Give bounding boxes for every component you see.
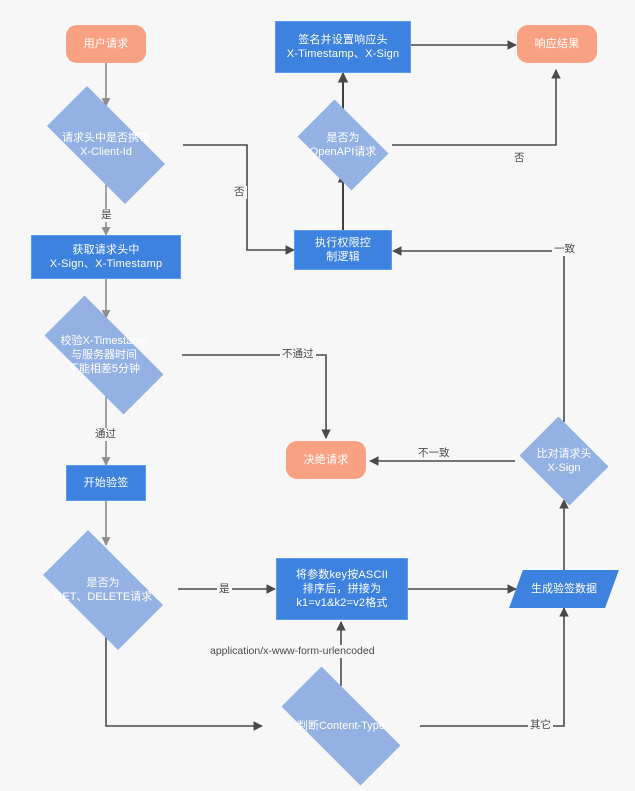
node-sign-response[interactable]: 签名并设置响应头 X-Timestamp、X-Sign <box>275 21 411 73</box>
node-label: 校验X-Timestamp 与服务器时间 不能相差5分钟 <box>60 335 148 375</box>
node-is-get-delete[interactable]: 是否为 GET、DELETE请求 <box>28 530 178 650</box>
node-gen-sign-data[interactable]: 生成验签数据 <box>509 570 619 608</box>
node-response-result[interactable]: 响应结果 <box>517 25 597 63</box>
edge-label-timestamp-pass: 通过 <box>93 428 118 441</box>
edge-is-openapi-no <box>392 69 561 146</box>
node-reject-request[interactable]: 决绝请求 <box>286 441 366 479</box>
node-user-request[interactable]: 用户请求 <box>66 25 146 63</box>
node-auth-logic[interactable]: 执行权限控 制逻辑 <box>294 230 392 270</box>
node-judge-content-type[interactable]: 判断Content-Type <box>262 666 420 786</box>
node-label: 比对请求头 X-Sign <box>536 448 592 474</box>
edge-label-sign-mismatch: 不一致 <box>416 447 452 460</box>
edge-has-client-id-no <box>183 144 295 255</box>
node-get-headers[interactable]: 获取请求头中 X-Sign、X-Timestamp <box>31 235 181 279</box>
edge-label-content-type-other: 其它 <box>528 719 553 732</box>
node-label: 是否为 GET、DELETE请求 <box>53 577 153 603</box>
edge-content-type-other <box>420 607 569 727</box>
edge-label-yes-client-id: 是 <box>99 209 114 222</box>
node-compare-sign[interactable]: 比对请求头 X-Sign <box>514 416 614 506</box>
node-label: 生成验签数据 <box>531 583 597 595</box>
node-has-client-id[interactable]: 请求头中是否携带 X-Client-Id <box>28 86 184 204</box>
node-label: 判断Content-Type <box>296 720 386 732</box>
edge-label-sign-match: 一致 <box>552 243 577 256</box>
edge-label-content-type-form: application/x-www-form-urlencoded <box>208 645 377 658</box>
node-sort-params[interactable]: 将参数key按ASCII 排序后，拼接为 k1=v1&k2=v2格式 <box>276 558 408 620</box>
edge-label-timestamp-fail: 不通过 <box>280 348 316 361</box>
edge-label-no-client-id: 否 <box>232 186 247 199</box>
node-is-openapi[interactable]: 是否为 OpenAPI请求 <box>289 99 397 191</box>
node-check-timestamp[interactable]: 校验X-Timestamp 与服务器时间 不能相差5分钟 <box>25 295 183 415</box>
node-label: 是否为 OpenAPI请求 <box>309 132 377 158</box>
edge-label-no-openapi: 否 <box>512 152 527 165</box>
edge-get-delete-no <box>105 633 263 731</box>
node-start-verify[interactable]: 开始验签 <box>66 465 146 501</box>
edge-timestamp-fail <box>182 354 331 439</box>
edge-sign-match <box>392 246 565 422</box>
node-label: 请求头中是否携带 X-Client-Id <box>62 132 150 158</box>
edge-label-yes-get-delete: 是 <box>217 583 232 596</box>
